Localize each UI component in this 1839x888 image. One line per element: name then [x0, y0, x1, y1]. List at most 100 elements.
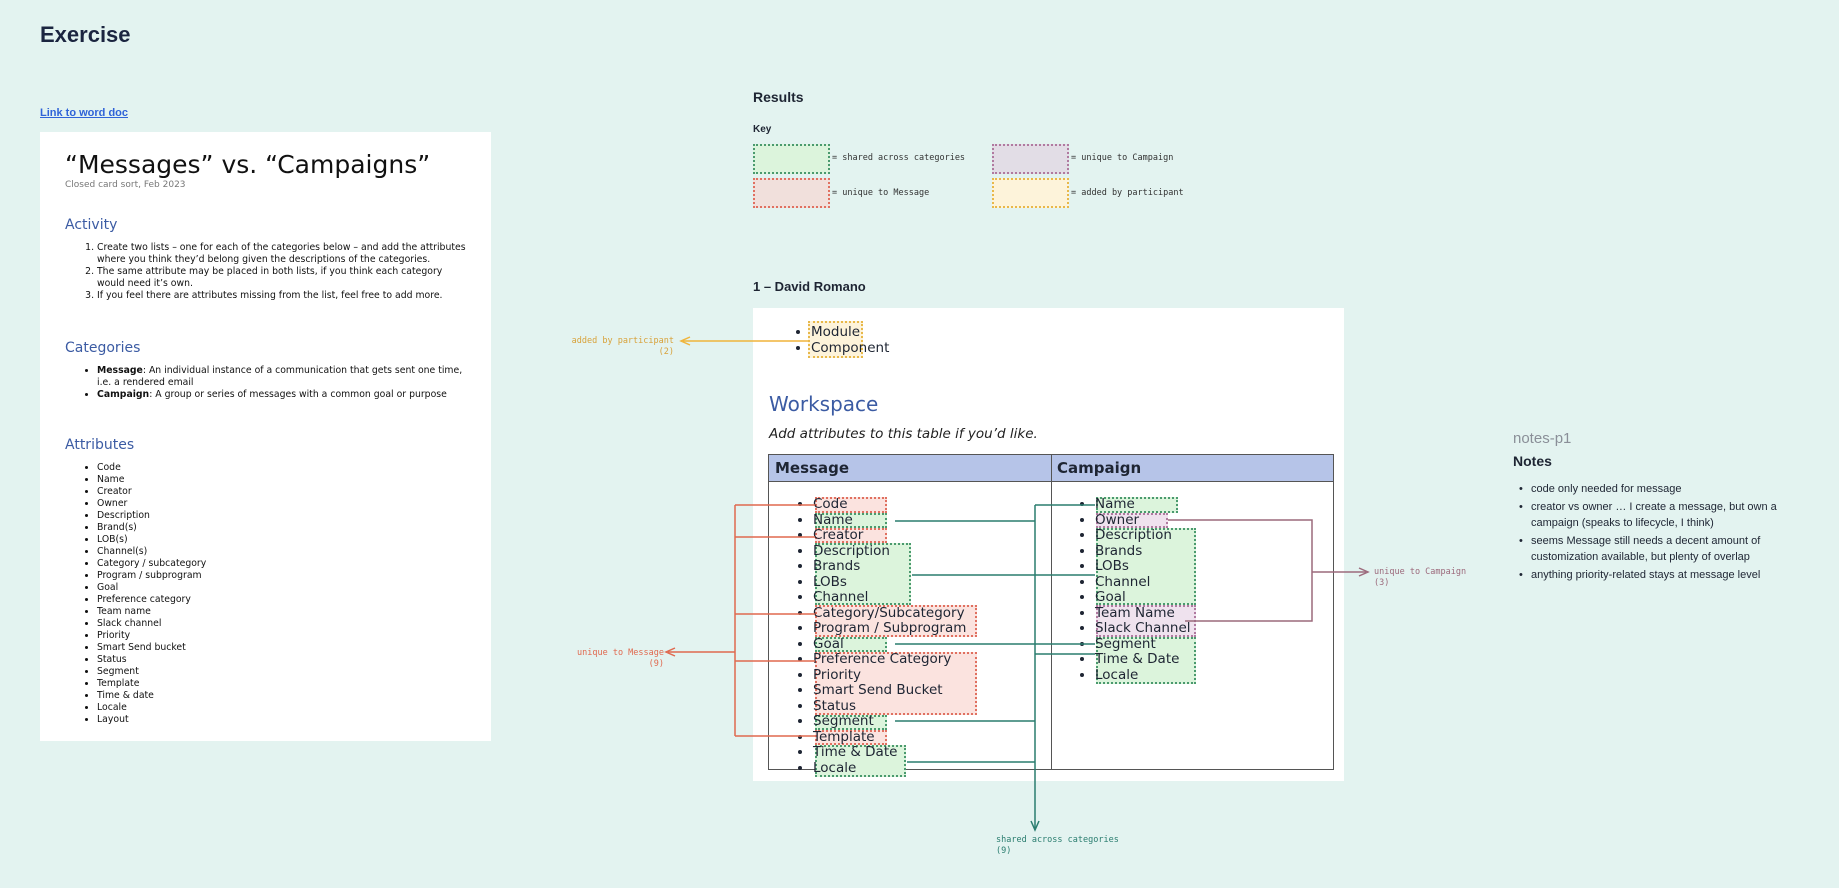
key-swatch-campaign — [992, 144, 1069, 174]
message-attribute: Category/Subcategory — [813, 605, 966, 622]
campaign-attribute: Description — [1095, 527, 1191, 544]
category-desc: : An individual instance of a communicat… — [97, 365, 463, 388]
message-attribute: Locale — [813, 760, 966, 777]
attribute-item: Team name — [97, 606, 467, 618]
attribute-item: Code — [97, 462, 467, 474]
campaign-attribute: Time & Date — [1095, 651, 1191, 668]
campaign-annotation: unique to Campaign (3) — [1374, 567, 1466, 589]
highlight-unique-message — [815, 730, 887, 745]
campaign-attribute: Team Name — [1095, 605, 1191, 622]
campaign-attribute: Locale — [1095, 667, 1191, 684]
campaign-connector — [1168, 519, 1366, 622]
attribute-item: Category / subcategory — [97, 558, 467, 570]
highlight-unique-message — [815, 497, 887, 513]
message-column-header: Message — [769, 455, 1051, 482]
message-annotation: unique to Message (9) — [560, 648, 664, 670]
message-attribute: Status — [813, 698, 966, 715]
category-item: Message: An individual instance of a com… — [97, 365, 467, 389]
campaign-attribute: Goal — [1095, 589, 1191, 606]
added-item: Component — [811, 340, 889, 356]
activity-item: If you feel there are attributes missing… — [97, 290, 467, 302]
workspace-table: Message Campaign CodeNameCreatorDescript… — [768, 454, 1334, 777]
key-heading: Key — [753, 124, 772, 135]
added-items-list: Module Component — [753, 324, 889, 356]
highlight-shared — [815, 543, 911, 605]
attribute-item: Segment — [97, 666, 467, 678]
highlight-shared — [815, 715, 887, 730]
campaign-annotation-label: unique to Campaign — [1374, 567, 1467, 577]
message-attribute: Name — [813, 512, 966, 529]
key-label-message: = unique to Message — [832, 188, 930, 198]
message-attribute-list: CodeNameCreatorDescriptionBrandsLOBsChan… — [769, 496, 966, 777]
message-attribute: Description — [813, 543, 966, 560]
key-swatch-added — [992, 178, 1069, 208]
shared-annotation: shared across categories (9) — [996, 835, 1119, 857]
added-highlight — [808, 321, 863, 358]
attributes-list: CodeNameCreatorOwnerDescriptionBrand(s)L… — [65, 462, 467, 726]
attribute-item: Owner — [97, 498, 467, 510]
attribute-item: Layout — [97, 714, 467, 726]
key-label-added: = added by participant — [1071, 188, 1184, 198]
doc-subtitle: Closed card sort, Feb 2023 — [65, 180, 186, 190]
note-item: creator vs owner … I create a message, b… — [1519, 499, 1821, 532]
highlight-unique-message — [815, 605, 977, 637]
highlight-shared — [1096, 497, 1178, 513]
campaign-attribute: Owner — [1095, 512, 1191, 529]
message-connector — [668, 504, 815, 737]
message-attribute: Code — [813, 496, 966, 513]
highlight-unique-campaign — [1096, 513, 1168, 528]
message-arrowhead — [664, 647, 676, 657]
attribute-item: Smart Send bucket — [97, 642, 467, 654]
campaign-arrowhead — [1358, 567, 1370, 577]
attribute-item: Locale — [97, 702, 467, 714]
attribute-item: Slack channel — [97, 618, 467, 630]
page-title: Exercise — [40, 22, 131, 47]
campaign-attribute: Name — [1095, 496, 1191, 513]
category-desc: : A group or series of messages with a c… — [149, 389, 447, 400]
message-attribute: Channel — [813, 589, 966, 606]
instructions-document: “Messages” vs. “Campaigns” Closed card s… — [40, 132, 491, 741]
highlight-unique-message — [815, 652, 977, 715]
added-annotation: added by participant (2) — [570, 336, 674, 358]
campaign-attribute: Slack Channel — [1095, 620, 1191, 637]
attribute-item: Description — [97, 510, 467, 522]
notes-list: code only needed for message creator vs … — [1513, 481, 1821, 584]
highlight-shared — [815, 745, 906, 777]
attribute-item: Preference category — [97, 594, 467, 606]
added-annotation-count: (2) — [658, 347, 674, 357]
attribute-item: Template — [97, 678, 467, 690]
word-doc-link[interactable]: Link to word doc — [40, 107, 128, 119]
notes-frame-label: notes-p1 — [1513, 430, 1572, 447]
campaign-attribute: Brands — [1095, 543, 1191, 560]
activity-heading: Activity — [65, 217, 118, 233]
category-term: Message — [97, 365, 143, 376]
attribute-item: Creator — [97, 486, 467, 498]
highlight-shared — [1096, 528, 1196, 605]
workspace-subtitle: Add attributes to this table if you’d li… — [769, 426, 1038, 442]
message-attribute: Smart Send Bucket — [813, 682, 966, 699]
key-swatch-message — [753, 178, 830, 208]
campaign-attribute: LOBs — [1095, 558, 1191, 575]
activity-item: The same attribute may be placed in both… — [97, 266, 467, 290]
message-attribute: Goal — [813, 636, 966, 653]
highlight-unique-message — [815, 528, 887, 543]
message-attribute: Program / Subprogram — [813, 620, 966, 637]
message-attribute: Brands — [813, 558, 966, 575]
note-item: seems Message still needs a decent amoun… — [1519, 533, 1821, 566]
added-item: Module — [811, 324, 889, 340]
message-attribute: Segment — [813, 713, 966, 730]
shared-annotation-count: (9) — [996, 846, 1012, 856]
workspace-title: Workspace — [769, 392, 879, 416]
attribute-item: LOB(s) — [97, 534, 467, 546]
key-label-shared: = shared across categories — [832, 153, 966, 163]
notes-title: Notes — [1513, 453, 1552, 469]
participant-heading: 1 – David Romano — [753, 279, 866, 294]
note-item: code only needed for message — [1519, 481, 1821, 498]
message-attribute: Template — [813, 729, 966, 746]
activity-list: Create two lists – one for each of the c… — [65, 242, 467, 302]
campaign-annotation-count: (3) — [1374, 578, 1390, 588]
results-heading: Results — [753, 89, 804, 105]
card-sort-result: Module Component Workspace Add attribute… — [753, 308, 1344, 781]
highlight-unique-campaign — [1096, 605, 1196, 637]
